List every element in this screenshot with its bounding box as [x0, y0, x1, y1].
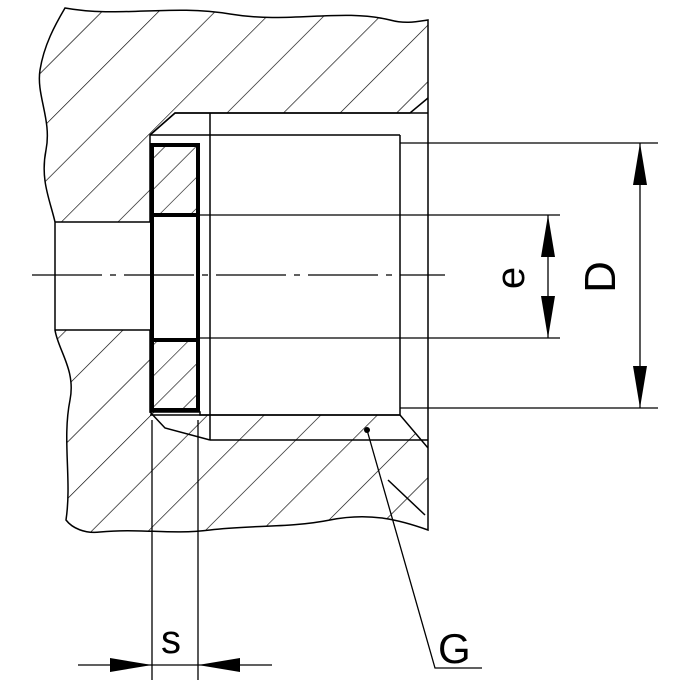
housing-section	[38, 7, 429, 534]
insert-upper-section	[152, 145, 198, 215]
d-arrow-bottom	[633, 366, 647, 408]
label-d: D	[575, 261, 625, 293]
label-s: s	[161, 618, 181, 662]
label-g: G	[438, 625, 471, 672]
label-e: e	[489, 266, 534, 290]
s-arrow-right	[198, 658, 240, 672]
bottom-right-chamfer	[387, 479, 426, 516]
s-arrow-left	[110, 658, 152, 672]
e-arrow-top	[541, 215, 555, 257]
counterbore-outline	[149, 97, 429, 136]
g-leader-line	[366, 429, 482, 669]
insert-lower-section	[152, 340, 198, 410]
d-arrow-top	[633, 143, 647, 185]
insert-outline	[150, 143, 200, 412]
e-arrow-bottom	[541, 296, 555, 338]
bottom-chamfer	[149, 411, 211, 441]
